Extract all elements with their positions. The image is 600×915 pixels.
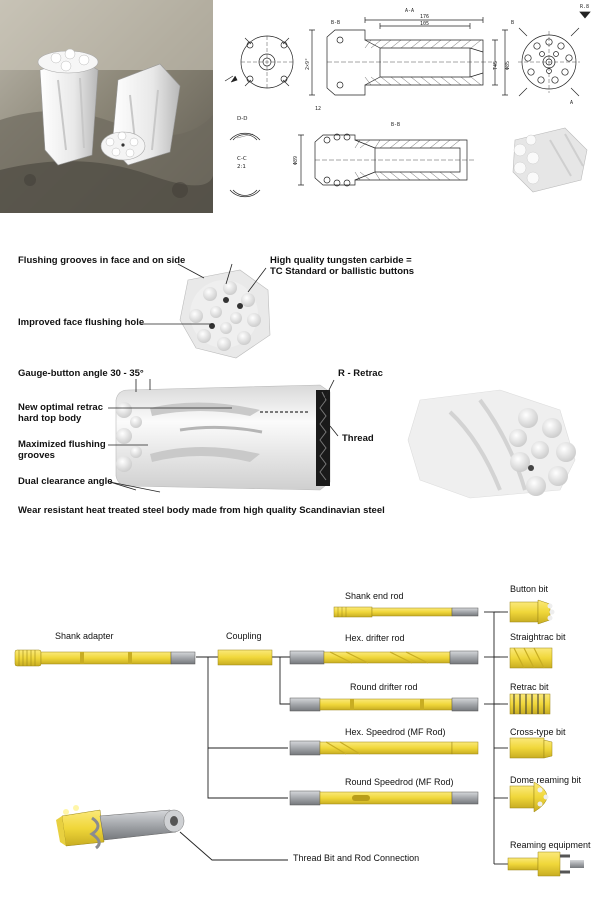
coupling-image (217, 649, 273, 666)
label-thread: Thread (342, 433, 374, 444)
hex-speedrod-image (289, 740, 479, 756)
button-bit-image (509, 599, 555, 625)
features-section: Flushing grooves in face and on side Hig… (0, 240, 600, 530)
dim-angle: 2×9° (305, 58, 311, 70)
dim-d2: Φ89 (293, 156, 299, 165)
product-line-section: Shank adapter Coupling Shank end rod Hex… (0, 570, 600, 915)
section-bb-view (298, 133, 475, 187)
features-illustration (108, 263, 576, 499)
label-round-speedrod: Round Speedrod (MF Rod) (345, 777, 454, 787)
thread-connection-image (56, 805, 185, 850)
label-bit-retrac: Retrac bit (510, 682, 549, 692)
label-tungsten-carbide: High quality tungsten carbide = TC Stand… (270, 255, 415, 277)
dome-reaming-bit-image (509, 781, 549, 813)
label-r: R.8 (580, 4, 589, 10)
label-shank-end-rod: Shank end rod (345, 591, 404, 601)
dim-d1: Φ85 (505, 61, 511, 70)
label-section-bb: B-B (331, 20, 340, 26)
dim-105: 105 (420, 21, 429, 27)
dim-176: 176 (420, 14, 429, 20)
product-line-diagram (14, 599, 584, 877)
label-section-aa: A-A (405, 8, 414, 14)
label-flushing-hole: Improved face flushing hole (18, 317, 145, 328)
label-steel-body: Wear resistant heat treated steel body m… (18, 505, 385, 516)
label-bit-dome-reaming: Dome reaming bit (510, 775, 582, 785)
retrac-bit-image (509, 693, 551, 715)
label-retrac-body: New optimal retrac hard top body (18, 402, 103, 424)
round-drifter-rod-image (289, 697, 479, 712)
label-retrac: R - Retrac (338, 368, 383, 379)
label-hex-speedrod: Hex. Speedrod (MF Rod) (345, 727, 446, 737)
bit-face-view (179, 269, 271, 359)
label-bit-button: Button bit (510, 584, 549, 594)
photo-illustration (0, 0, 213, 213)
cross-type-bit-image (509, 737, 553, 759)
label-round-drifter-rod: Round drifter rod (350, 682, 418, 692)
technical-drawing: A-A B-B 176 105 T45 Φ85 2×9° 12 B R.8 A … (215, 0, 600, 215)
dim-thread: T45 (493, 61, 499, 70)
rock-bit-photo (0, 0, 213, 213)
label-section-cc: C-C (237, 156, 247, 162)
round-speedrod-image (289, 790, 479, 806)
label-view-a: A (570, 100, 573, 106)
shank-end-rod-image (333, 606, 479, 618)
end-view (518, 11, 591, 97)
bit-side-view (115, 384, 331, 491)
bit-render-small (512, 127, 588, 193)
label-bit-straightrac: Straightrac bit (510, 632, 566, 642)
hex-drifter-rod-image (289, 650, 479, 665)
section-aa-view (309, 17, 508, 96)
technical-drawing-svg: A-A B-B 176 105 T45 Φ85 2×9° 12 B R.8 A … (224, 4, 591, 198)
label-section-dd: D-D (237, 116, 247, 122)
label-bit-cross-type: Cross-type bit (510, 727, 566, 737)
section-dd-view (229, 132, 261, 198)
label-flushing-grooves: Flushing grooves in face and on side (18, 255, 186, 266)
front-view (224, 35, 294, 89)
label-coupling: Coupling (226, 631, 262, 641)
label-view-b: B (511, 20, 514, 26)
label-scale-cc: 2:1 (237, 164, 246, 170)
label-bit-reaming-equipment: Reaming equipment (510, 840, 591, 850)
label-dual-clearance: Dual clearance angle (18, 476, 113, 487)
leader-lines (108, 263, 339, 493)
bit-render-large (407, 389, 576, 499)
label-hex-drifter-rod: Hex. drifter rod (345, 633, 405, 643)
label-shank-adapter: Shank adapter (55, 631, 114, 641)
label-gauge-angle: Gauge-button angle 30 - 35° (18, 368, 144, 379)
straightrac-bit-image (509, 647, 553, 669)
label-flushing-grooves-max: Maximized flushing grooves (18, 439, 106, 461)
label-thread-connection: Thread Bit and Rod Connection (293, 853, 420, 863)
dim-small: 12 (315, 106, 321, 112)
reaming-equipment-image (507, 851, 584, 877)
connector-lines (179, 611, 508, 865)
label-section-bb-lower: B-B (391, 122, 400, 128)
top-section: A-A B-B 176 105 T45 Φ85 2×9° 12 B R.8 A … (0, 0, 600, 215)
shank-adapter-image (14, 649, 196, 667)
